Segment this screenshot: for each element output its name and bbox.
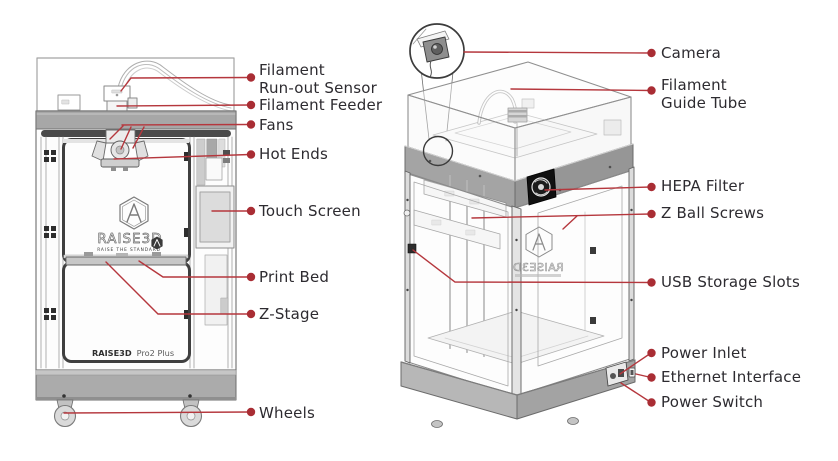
front-chamber-top-frame	[41, 130, 231, 137]
camera-location-circle	[422, 135, 454, 167]
front-top-band	[35, 110, 237, 130]
power-switch	[610, 373, 616, 379]
wheels	[53, 399, 203, 428]
iso-door	[537, 185, 623, 367]
label-hepa-filter: HEPA Filter	[661, 177, 745, 195]
label-power-inlet: Power Inlet	[661, 344, 747, 362]
front-right-column	[196, 138, 230, 326]
label-print-bed: Print Bed	[259, 268, 330, 286]
label-touch-screen: Touch Screen	[259, 202, 361, 220]
label-z-stage: Z-Stage	[259, 305, 320, 323]
label-hot-ends: Hot Ends	[259, 145, 329, 163]
label-wheels: Wheels	[259, 404, 315, 422]
front-base	[35, 369, 237, 401]
front-filament-tubes	[117, 60, 232, 112]
front-logo: RAISE3D RAISE THE STANDARD	[97, 196, 163, 253]
iso-rear-logo: RAISE3D	[512, 226, 564, 277]
iso-top-cover	[407, 61, 632, 184]
touch-screen	[195, 185, 235, 249]
camera-inset	[409, 23, 465, 79]
iso-logo-text-mirrored: RAISE3D	[513, 261, 564, 274]
front-logo-tagline: RAISE THE STANDARD	[97, 247, 161, 253]
power-inlet	[605, 361, 629, 387]
label-power-switch: Power Switch	[661, 393, 764, 411]
label-camera: Camera	[661, 44, 722, 62]
isometric-view-illustration: RAISE3D	[400, 23, 636, 428]
label-usb-storage-slots: USB Storage Slots	[661, 273, 800, 291]
label-dots	[246, 48, 656, 417]
label-z-ball-screws: Z Ball Screws	[661, 204, 765, 222]
iso-base	[400, 359, 636, 428]
label-filament-feeder: Filament Feeder	[259, 96, 383, 114]
print-bed	[63, 252, 189, 266]
usb-storage-slots	[407, 243, 417, 254]
label-ethernet-interface: Ethernet Interface	[661, 368, 802, 386]
leader-lines-overlay	[63, 48, 656, 417]
label-fans: Fans	[259, 116, 294, 134]
front-logo-text: RAISE3D	[97, 231, 162, 247]
hepa-filter	[526, 168, 557, 206]
hot-end-carriage	[63, 129, 189, 171]
corner-post	[511, 205, 522, 399]
front-hinges	[44, 150, 188, 320]
